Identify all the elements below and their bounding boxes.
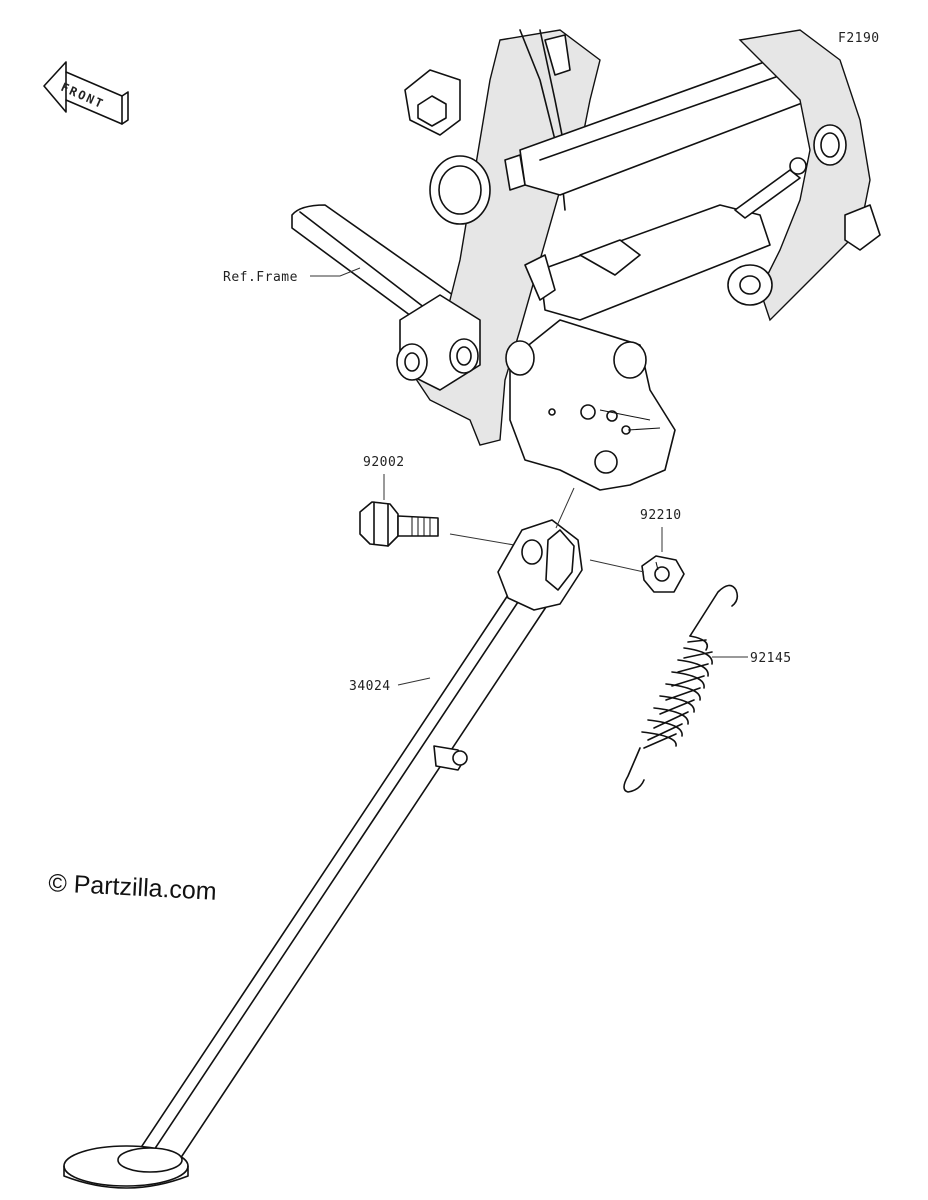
spring-92145 (623, 584, 739, 793)
front-direction-arrow-icon: FRONT (43, 61, 129, 125)
bolt-92002 (359, 501, 439, 547)
watermark-text: © Partzilla.com (48, 869, 218, 906)
part-label-92002: 92002 (363, 455, 405, 470)
ref-frame-label: Ref.Frame (223, 270, 298, 285)
part-label-34024: 34024 (349, 679, 391, 694)
part-label-92210: 92210 (640, 508, 682, 523)
frame-assembly (291, 29, 881, 491)
nut-92210 (641, 555, 685, 593)
diagram-code: F2190 (838, 31, 880, 46)
part-label-92145: 92145 (750, 651, 792, 666)
side-stand-34024 (63, 519, 583, 1189)
